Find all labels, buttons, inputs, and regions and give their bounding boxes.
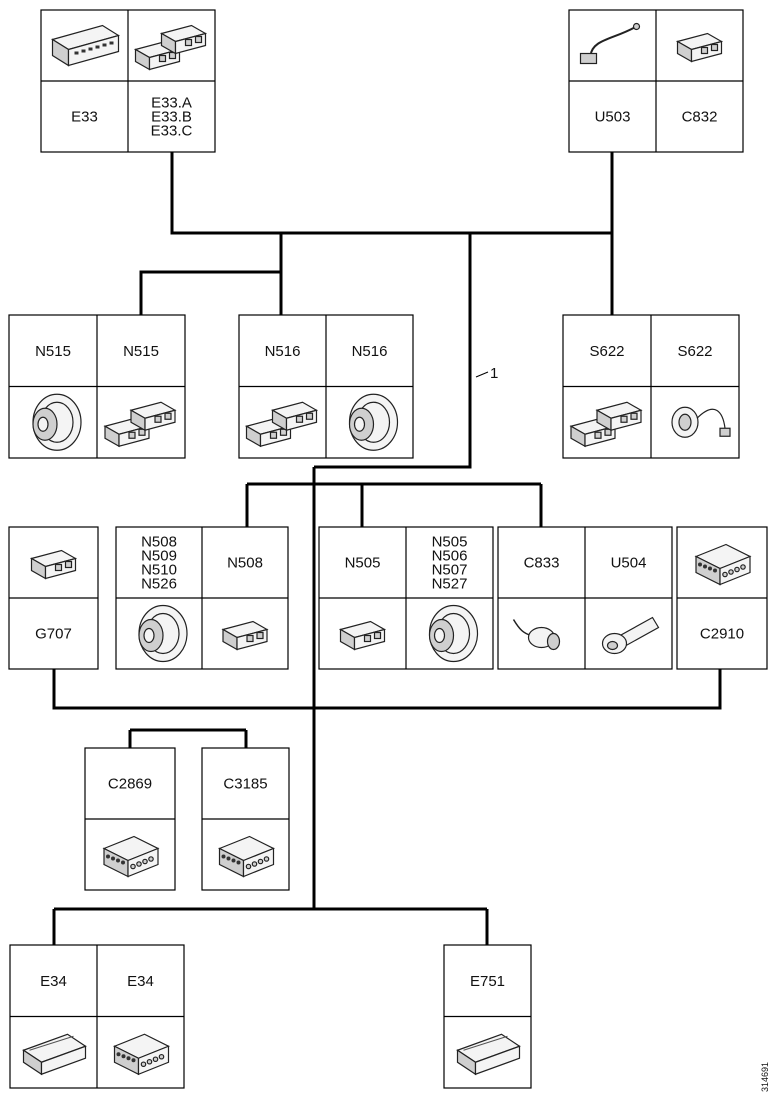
callout: 1 [475,365,498,382]
component-label: E34 [127,973,154,990]
component-label: N515 [35,343,71,360]
speaker-icon [428,604,479,663]
connector-icon [29,549,78,580]
component-label: N515 [123,343,159,360]
plug-cable-icon [512,619,561,651]
component-label: U503 [595,109,631,126]
radio-unit-icon [51,24,120,67]
wire-segment [170,152,612,235]
component-label: N516 [352,343,388,360]
component-label: S622 [589,343,624,360]
connector-pair-icon [569,401,643,448]
component-label: C833 [524,555,560,572]
reference-code: 314691 [760,1062,770,1092]
connector-pair-icon [133,24,208,71]
multi-connector-icon [694,543,752,586]
component-label: C832 [682,109,718,126]
antenna-cable-icon [579,22,641,65]
module-row2-b: N516 N516 [238,314,414,459]
module-row3-d: C833 U504 [497,526,673,670]
module-row5-b: E751 [443,944,532,1089]
multi-connector-icon [102,835,160,878]
component-label: N508 [227,555,263,572]
module-row4-b: C3185 [201,747,290,891]
component-label: E751 [470,973,505,990]
speaker-icon [348,393,399,451]
tweeter-icon [671,406,731,438]
amplifier-icon [456,1033,521,1076]
component-label: U504 [611,555,647,572]
multi-connector-icon [218,835,275,878]
component-label: G707 [35,626,72,643]
wiring-harness [52,152,722,945]
wire-segment [139,270,281,315]
component-label: N505 [345,555,381,572]
component-label: C3185 [223,776,267,793]
module-top-right: U503 C832 [568,9,744,153]
component-label: N516 [265,343,301,360]
component-label: C2869 [108,776,152,793]
wire-segment [52,669,722,710]
connector-pair-icon [103,401,177,448]
connector-icon [338,620,387,651]
amplifier-icon [22,1033,87,1076]
component-label: C2910 [700,626,744,643]
module-row2-c: S622 S622 [562,314,740,459]
module-row3-a: G707 [8,526,99,670]
speaker-icon [138,604,188,663]
wire-segment [314,233,472,469]
module-row4-a: C2869 [84,747,176,891]
connector-icon [675,32,724,63]
component-label: S622 [677,343,712,360]
antenna-plug-icon [601,616,660,655]
speaker-icon [32,393,82,451]
multi-connector-icon [113,1033,170,1076]
callout-label: 1 [490,365,498,382]
module-row5-a: E34 E34 [9,944,185,1089]
module-row2-a: N515 N515 [8,314,186,459]
component-label: E33 [71,109,98,126]
connector-icon [221,620,269,651]
connector-pair-icon [244,401,319,448]
module-row3-e: C2910 [676,526,768,670]
component-label: E34 [40,973,67,990]
